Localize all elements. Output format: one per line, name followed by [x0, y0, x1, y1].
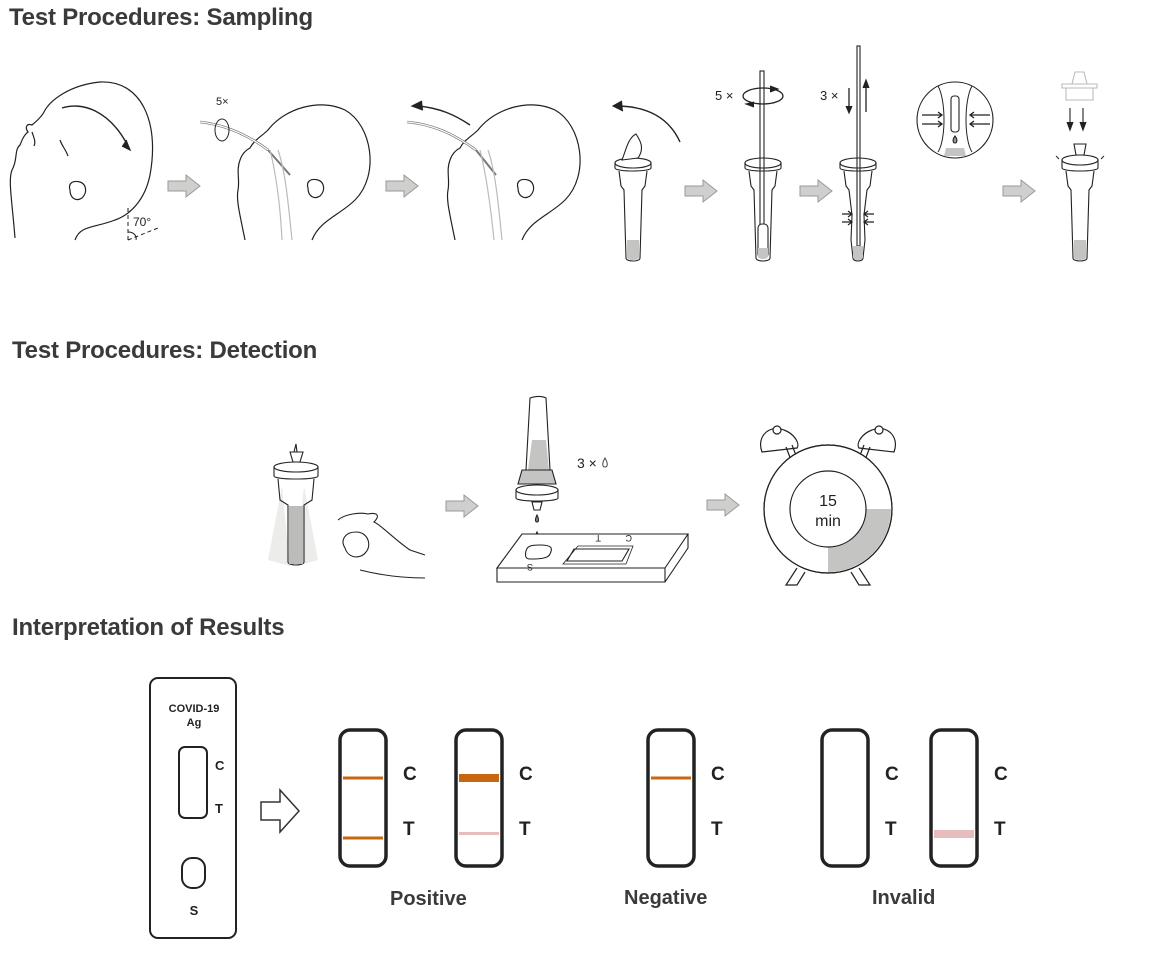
strip-c-marker: C [519, 764, 533, 785]
result-strip: CT [454, 728, 533, 868]
rotate-count-label: 5× [216, 96, 229, 108]
cassette-title: COVID-19 [169, 703, 220, 715]
step-rotate-swab [742, 70, 784, 262]
timer-unit: min [815, 513, 841, 530]
arrow-icon [445, 494, 479, 518]
strip-t-marker: T [711, 819, 723, 840]
strip-t-marker: T [885, 819, 897, 840]
cassette-c-label: C [215, 758, 225, 773]
strip-t-marker: T [403, 819, 415, 840]
strip-c-marker: C [885, 764, 899, 785]
control-line [343, 776, 383, 780]
positive-label: Positive [390, 888, 467, 910]
test-cassette [149, 677, 237, 939]
step-insert-swab [199, 104, 371, 241]
strip-c-marker: C [711, 764, 725, 785]
hollow-arrow-icon [260, 788, 301, 834]
invalid-label: Invalid [872, 887, 936, 909]
result-strip: CT [646, 728, 725, 868]
test-line [459, 832, 499, 835]
arrow-icon [799, 179, 833, 203]
drop-count-label: 3 × [577, 455, 597, 471]
step-open-tube [611, 100, 681, 262]
sampling-heading: Test Procedures: Sampling [9, 4, 313, 31]
result-strip: CT [929, 728, 1008, 868]
arrow-icon [167, 174, 201, 198]
angle-label: 70° [133, 215, 151, 229]
rotate-times-label: 5 × [715, 88, 733, 103]
step-add-drops [495, 395, 690, 583]
result-strip: CT [820, 728, 899, 868]
cassette-subtitle: Ag [187, 717, 202, 729]
timer-value: 15 [819, 493, 837, 510]
strip-window [929, 728, 979, 868]
test-line [343, 836, 383, 840]
strip-c-marker: C [403, 764, 417, 785]
strip-window [820, 728, 870, 868]
step-flick-tube [268, 443, 426, 579]
arrow-icon [706, 493, 740, 517]
arrow-icon [684, 179, 718, 203]
negative-label: Negative [624, 887, 708, 909]
result-strip: CT [338, 728, 417, 868]
cassette-s-label: S [190, 903, 199, 918]
cassette-s-letter: S [527, 562, 533, 572]
arrow-icon [1002, 179, 1036, 203]
timer-clock [760, 425, 896, 586]
strip-window [454, 728, 504, 868]
strip-t-marker: T [994, 819, 1006, 840]
strip-c-marker: C [994, 764, 1008, 785]
drop-icon [602, 457, 608, 468]
arrow-icon [385, 174, 419, 198]
step-cap-tube [1055, 71, 1105, 262]
control-line [651, 776, 691, 780]
detection-heading: Test Procedures: Detection [12, 337, 318, 364]
cassette-t-label: T [215, 801, 223, 816]
interpretation-heading: Interpretation of Results [12, 614, 285, 641]
cassette-c-letter: C [625, 533, 632, 543]
cassette-t-letter: T [595, 533, 601, 543]
squeeze-times-label: 3 × [820, 88, 838, 103]
strip-t-marker: T [519, 819, 531, 840]
strip-window [646, 728, 696, 868]
step-tilt-head [9, 81, 159, 241]
control-line [459, 774, 499, 782]
step-withdraw-swab [406, 100, 581, 241]
strip-window [338, 728, 388, 868]
test-line [934, 830, 974, 838]
step-squeeze-tube [839, 45, 994, 262]
